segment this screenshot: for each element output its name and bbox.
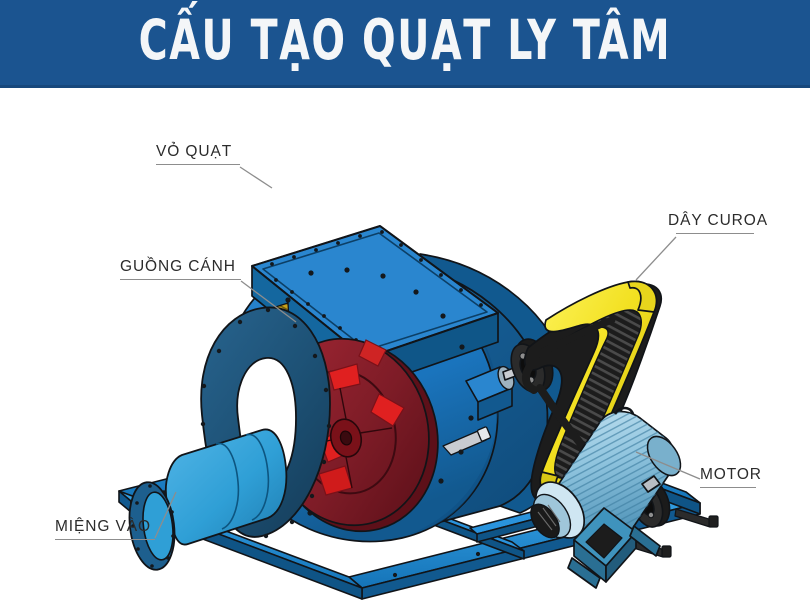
grease-nipple bbox=[442, 426, 492, 456]
title-banner: CẤU TẠO QUẠT LY TÂM bbox=[0, 0, 810, 88]
centrifugal-fan-illustration bbox=[118, 166, 719, 600]
page-title: CẤU TẠO QUẠT LY TÂM bbox=[138, 8, 672, 72]
electric-motor bbox=[530, 406, 682, 589]
callout-label-vo-quat: VỎ QUẠT bbox=[156, 143, 233, 160]
leader-vo-quat bbox=[239, 166, 273, 189]
callout-leader-lines bbox=[154, 166, 701, 539]
motor-terminal-box bbox=[573, 507, 637, 583]
callout-day-curoa: DÂY CUROA bbox=[668, 212, 768, 234]
air-inlet-cone bbox=[128, 428, 288, 571]
callout-mieng-vao: MIỆNG VÀO bbox=[55, 518, 155, 540]
callout-label-day-curoa: DÂY CUROA bbox=[668, 212, 768, 229]
callout-rule-motor bbox=[700, 487, 756, 488]
leader-guong-canh bbox=[240, 280, 297, 323]
callout-label-motor: MOTOR bbox=[700, 466, 762, 483]
callout-rule-mieng-vao bbox=[55, 539, 155, 540]
callout-vo-quat: VỎ QUẠT bbox=[156, 143, 240, 165]
callout-guong-canh: GUỒNG CÁNH bbox=[120, 258, 241, 280]
leader-day-curoa bbox=[635, 236, 677, 281]
callout-rule-guong-canh bbox=[120, 279, 241, 280]
callout-label-mieng-vao: MIỆNG VÀO bbox=[55, 518, 151, 535]
diagram-stage bbox=[0, 88, 810, 608]
callout-rule-vo-quat bbox=[156, 164, 240, 165]
leader-mieng-vao bbox=[154, 491, 177, 539]
leader-motor bbox=[635, 451, 701, 480]
callout-motor: MOTOR bbox=[700, 466, 762, 488]
callout-rule-day-curoa bbox=[676, 233, 754, 234]
callout-label-guong-canh: GUỒNG CÁNH bbox=[120, 258, 236, 275]
drive-belt-and-guard bbox=[522, 280, 663, 505]
